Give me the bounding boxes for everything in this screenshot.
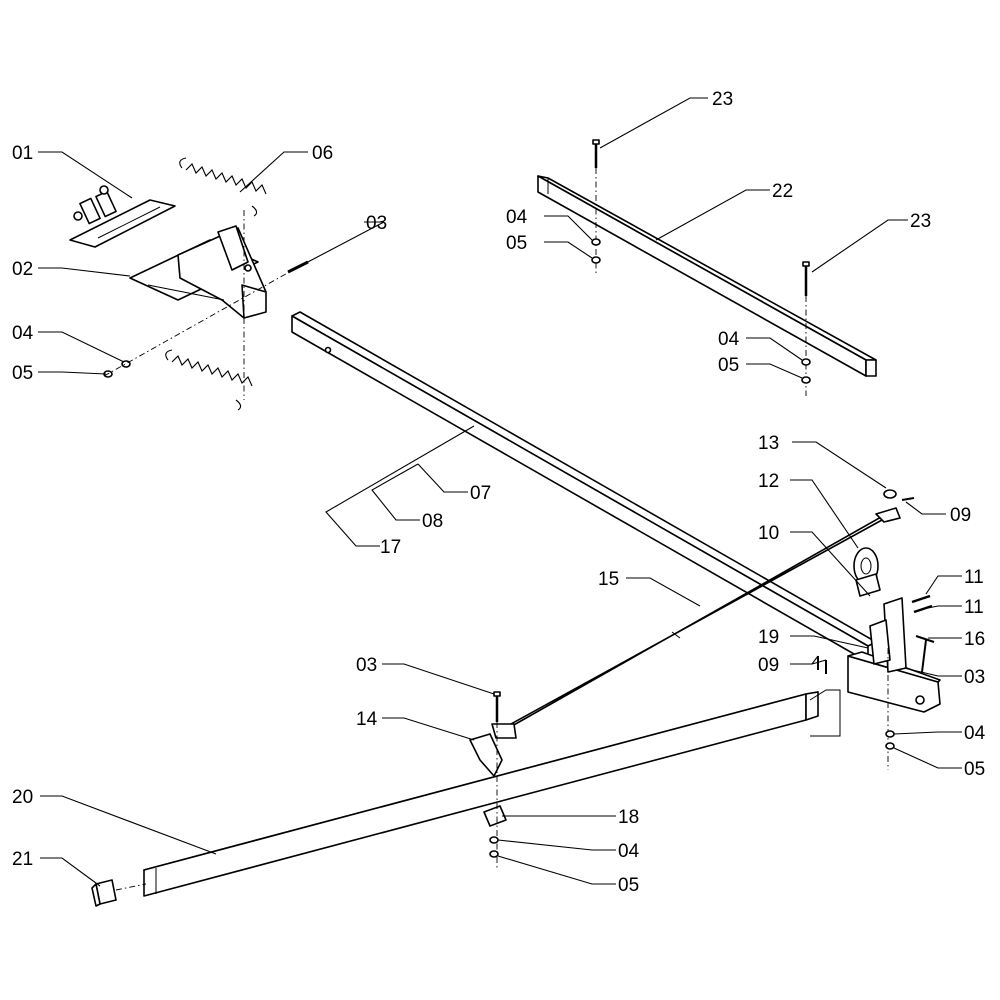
part-06-spring-lower: [165, 349, 253, 411]
part-23-bolt-left: [592, 139, 600, 168]
part-13-washer: [883, 489, 897, 499]
callout-14: 14: [356, 709, 378, 730]
callout-03: 03: [366, 213, 387, 234]
callout-labels: 01 02 06 03 04 05 23 22 23 04 05 04 05 0…: [12, 89, 986, 896]
part-04-05-washer-nut-mid: [489, 836, 499, 858]
part-20-lower-beam: [143, 691, 819, 897]
part-22-cross-beam: [537, 175, 877, 377]
part-12-pulley: [853, 547, 881, 597]
callout-09: 09: [758, 655, 779, 676]
callout-04: 04: [506, 207, 528, 228]
bracket-outline: [809, 689, 841, 737]
callout-11: 11: [964, 597, 984, 618]
part-07-main-beam: [291, 311, 877, 663]
callout-23: 23: [910, 211, 931, 232]
callout-13: 13: [758, 433, 779, 454]
callout-16: 16: [964, 629, 985, 650]
callout-05: 05: [964, 759, 985, 780]
callout-17: 17: [380, 537, 401, 558]
callout-10: 10: [758, 523, 779, 544]
part-16-pin: [915, 635, 935, 673]
part-04-05-washer-nut-upper: [591, 238, 811, 384]
callout-05: 05: [618, 875, 639, 896]
callout-19: 19: [758, 627, 779, 648]
part-11-bolts: [911, 594, 933, 614]
part-14-clamp-bracket: [469, 733, 507, 827]
part-23-bolt-right: [802, 261, 810, 296]
callout-04: 04: [964, 723, 986, 744]
axis-line: [103, 265, 301, 377]
leader-lines: [38, 97, 962, 887]
callout-22: 22: [772, 181, 793, 202]
axis-line: [115, 883, 147, 891]
callout-03: 03: [964, 667, 985, 688]
callout-11: 11: [964, 567, 984, 588]
callout-08: 08: [422, 511, 443, 532]
callout-05: 05: [718, 355, 739, 376]
callout-04: 04: [12, 323, 34, 344]
part-01-bracket-plate: [69, 185, 176, 248]
part-21-end-cap: [91, 879, 117, 907]
callout-04: 04: [618, 841, 640, 862]
part-06-spring-upper: [179, 157, 267, 217]
callout-21: 21: [12, 849, 33, 870]
callout-05: 05: [12, 363, 33, 384]
callout-23: 23: [712, 89, 733, 110]
part-15-brace-rod: [491, 507, 901, 739]
callout-15: 15: [598, 569, 619, 590]
part-right-end-assembly: [847, 597, 941, 713]
callout-18: 18: [618, 807, 639, 828]
part-02-hitch-bracket: [129, 225, 267, 319]
callout-01: 01: [12, 143, 33, 164]
part-03-bolt-mid: [493, 691, 501, 722]
part-09-pins: [817, 497, 915, 674]
callout-06: 06: [312, 143, 333, 164]
callout-12: 12: [758, 471, 779, 492]
callout-02: 02: [12, 259, 33, 280]
callout-07: 07: [470, 483, 491, 504]
part-04-05-washer-nut-right: [885, 730, 895, 750]
callout-09: 09: [950, 505, 971, 526]
callout-03: 03: [356, 655, 377, 676]
callout-20: 20: [12, 787, 33, 808]
callout-04: 04: [718, 329, 740, 350]
callout-05: 05: [506, 233, 527, 254]
